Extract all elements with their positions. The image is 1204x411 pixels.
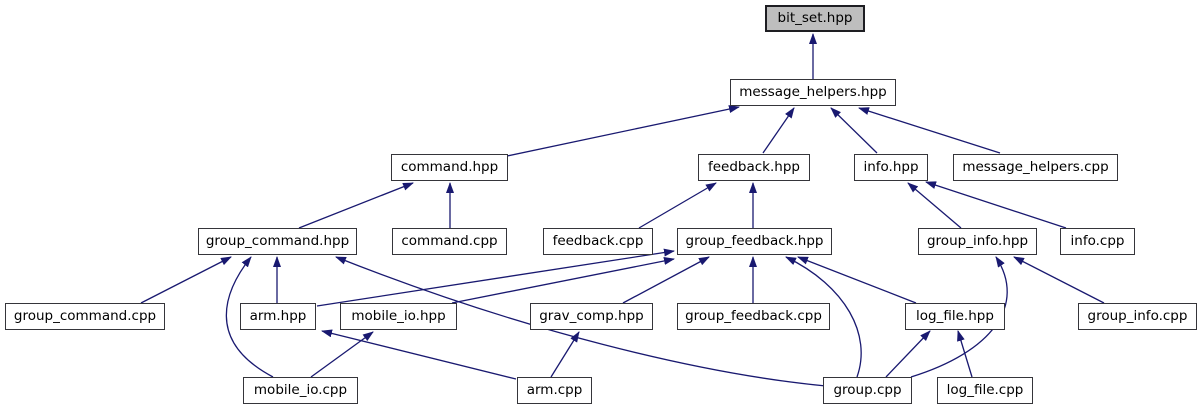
node-grav-comp-hpp[interactable]: grav_comp.hpp bbox=[530, 303, 653, 330]
edge-feedback-hpp-to-message-helpers-hpp bbox=[762, 107, 795, 154]
edge-arm-cpp-to-grav-comp-hpp bbox=[550, 331, 580, 378]
node-mobile-io-cpp[interactable]: mobile_io.cpp bbox=[243, 377, 358, 404]
edge-mobile-io-cpp-to-mobile-io-hpp bbox=[310, 331, 374, 378]
node-group-info-hpp[interactable]: group_info.hpp bbox=[918, 228, 1037, 255]
edge-log-file-cpp-to-log-file-hpp bbox=[957, 330, 973, 378]
edge-info-hpp-to-message-helpers-hpp bbox=[830, 107, 878, 154]
edge-group-command-cpp-to-group-command-hpp bbox=[140, 256, 232, 304]
node-feedback-hpp[interactable]: feedback.hpp bbox=[698, 154, 810, 181]
edge-info-cpp-to-info-hpp bbox=[925, 181, 1067, 229]
node-info-hpp[interactable]: info.hpp bbox=[854, 154, 928, 181]
node-group-feedback-cpp[interactable]: group_feedback.cpp bbox=[677, 303, 830, 330]
edge-group-info-cpp-to-group-info-hpp bbox=[1013, 256, 1105, 304]
node-group-cpp[interactable]: group.cpp bbox=[823, 377, 912, 404]
edge-log-file-hpp-to-group-feedback-hpp bbox=[797, 256, 917, 304]
node-message-helpers-cpp[interactable]: message_helpers.cpp bbox=[953, 154, 1118, 181]
edge-grav-comp-hpp-to-group-feedback-hpp bbox=[622, 256, 710, 304]
node-command-hpp[interactable]: command.hpp bbox=[391, 154, 508, 181]
node-log-file-hpp[interactable]: log_file.hpp bbox=[905, 303, 1005, 330]
node-info-cpp[interactable]: info.cpp bbox=[1060, 228, 1135, 255]
edge-group-cpp-to-group-feedback-hpp bbox=[785, 256, 862, 378]
edge-mobile-io-hpp-to-group-feedback-hpp bbox=[451, 257, 675, 304]
node-arm-cpp[interactable]: arm.cpp bbox=[517, 377, 592, 404]
node-group-command-cpp[interactable]: group_command.cpp bbox=[5, 303, 165, 330]
node-group-info-cpp[interactable]: group_info.cpp bbox=[1078, 303, 1197, 330]
edge-group-cpp-to-log-file-hpp bbox=[885, 330, 931, 378]
edge-message-helpers-cpp-to-message-helpers-hpp bbox=[858, 107, 1001, 154]
node-feedback-cpp[interactable]: feedback.cpp bbox=[543, 228, 653, 255]
node-mobile-io-hpp[interactable]: mobile_io.hpp bbox=[340, 303, 457, 330]
edge-feedback-cpp-to-feedback-hpp bbox=[638, 182, 717, 229]
edge-arm-cpp-to-arm-hpp bbox=[321, 329, 517, 380]
edge-arm-hpp-to-group-feedback-hpp bbox=[316, 248, 675, 307]
edge-mobile-io-cpp-to-group-command-hpp bbox=[225, 256, 274, 378]
node-group-feedback-hpp[interactable]: group_feedback.hpp bbox=[677, 228, 832, 255]
node-command-cpp[interactable]: command.cpp bbox=[392, 228, 507, 255]
node-arm-hpp[interactable]: arm.hpp bbox=[240, 303, 316, 330]
edge-group-info-hpp-to-info-hpp bbox=[907, 182, 962, 229]
node-group-command-hpp[interactable]: group_command.hpp bbox=[198, 228, 357, 255]
edge-command-hpp-to-message-helpers-hpp bbox=[506, 105, 740, 157]
node-log-file-cpp[interactable]: log_file.cpp bbox=[937, 377, 1033, 404]
node-message-helpers-hpp[interactable]: message_helpers.hpp bbox=[730, 79, 896, 106]
node-bit-set-hpp: bit_set.hpp bbox=[765, 5, 865, 32]
edge-group-cpp-to-group-command-hpp bbox=[335, 256, 827, 387]
edge-group-command-hpp-to-command-hpp bbox=[298, 182, 414, 229]
